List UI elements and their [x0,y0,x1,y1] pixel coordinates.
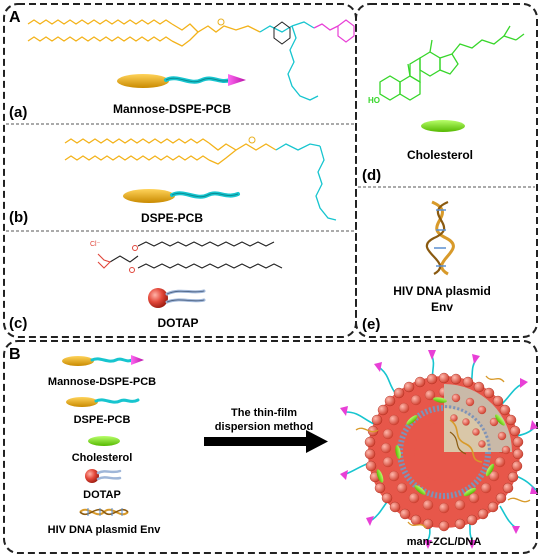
legend-icon-dotap [85,469,122,483]
legend-icon-dna [79,508,129,516]
panel-a-letter: A [9,9,21,26]
dspe-pcb-structure [64,136,337,221]
legend-icon-mannose-dspe-pcb [62,355,144,366]
legend-cholesterol: Cholesterol [72,452,133,464]
legend-icon-dspe-pcb [66,397,140,407]
legend-dotap: DOTAP [83,489,121,501]
label-b-tag: (b) [9,209,28,226]
nanoparticle [340,350,538,549]
dotap-structure: Cl⁻ [90,241,283,273]
method-label-line1: The thin-film [231,407,297,419]
nanoparticle-mannose-tips [340,350,538,549]
cholesterol-icon [421,120,465,132]
legend-dspe-pcb: DSPE-PCB [74,414,131,426]
cholesterol-structure [379,25,525,101]
label-mannose-dspe-pcb: Mannose-DSPE-PCB [113,102,231,116]
process-arrow [204,430,328,453]
panel-a-left-border [3,3,357,338]
mannose-dspe-pcb-structure [27,18,355,101]
label-dotap: DOTAP [157,316,198,330]
label-e-tag: (e) [362,316,380,333]
label-dspe-pcb: DSPE-PCB [141,211,203,225]
label-hiv-dna-line1: HIV DNA plasmid [393,284,491,298]
panel-a-right-border [355,3,538,338]
label-d-tag: (d) [362,167,381,184]
label-hiv-dna-line2: Env [431,300,453,314]
legend-hiv-dna: HIV DNA plasmid Env [48,524,162,536]
nanoparticle-outer-heads [364,372,524,532]
label-product: man-ZCL/DNA [407,536,482,548]
svg-text:Cl⁻: Cl⁻ [90,241,101,248]
cholesterol-hydroxyl: HO [368,96,380,105]
panel-b-border [3,340,538,554]
legend-icon-cholesterol [88,436,120,446]
nanoparticle-cutaway [397,384,512,499]
label-cholesterol: Cholesterol [407,148,473,162]
method-label-line2: dispersion method [215,421,313,433]
dotap-icon [148,288,206,308]
dna-helix-icon [425,200,455,276]
nanoparticle-dna-strands [355,375,531,529]
legend-mannose-dspe-pcb: Mannose-DSPE-PCB [48,376,156,388]
panel-b-letter: B [9,346,21,363]
nanoparticle-cholesterol [376,397,505,497]
mannose-dspe-pcb-icon [117,74,246,88]
label-a-tag: (a) [9,104,27,121]
label-c-tag: (c) [9,315,27,332]
dspe-pcb-icon [123,189,240,203]
